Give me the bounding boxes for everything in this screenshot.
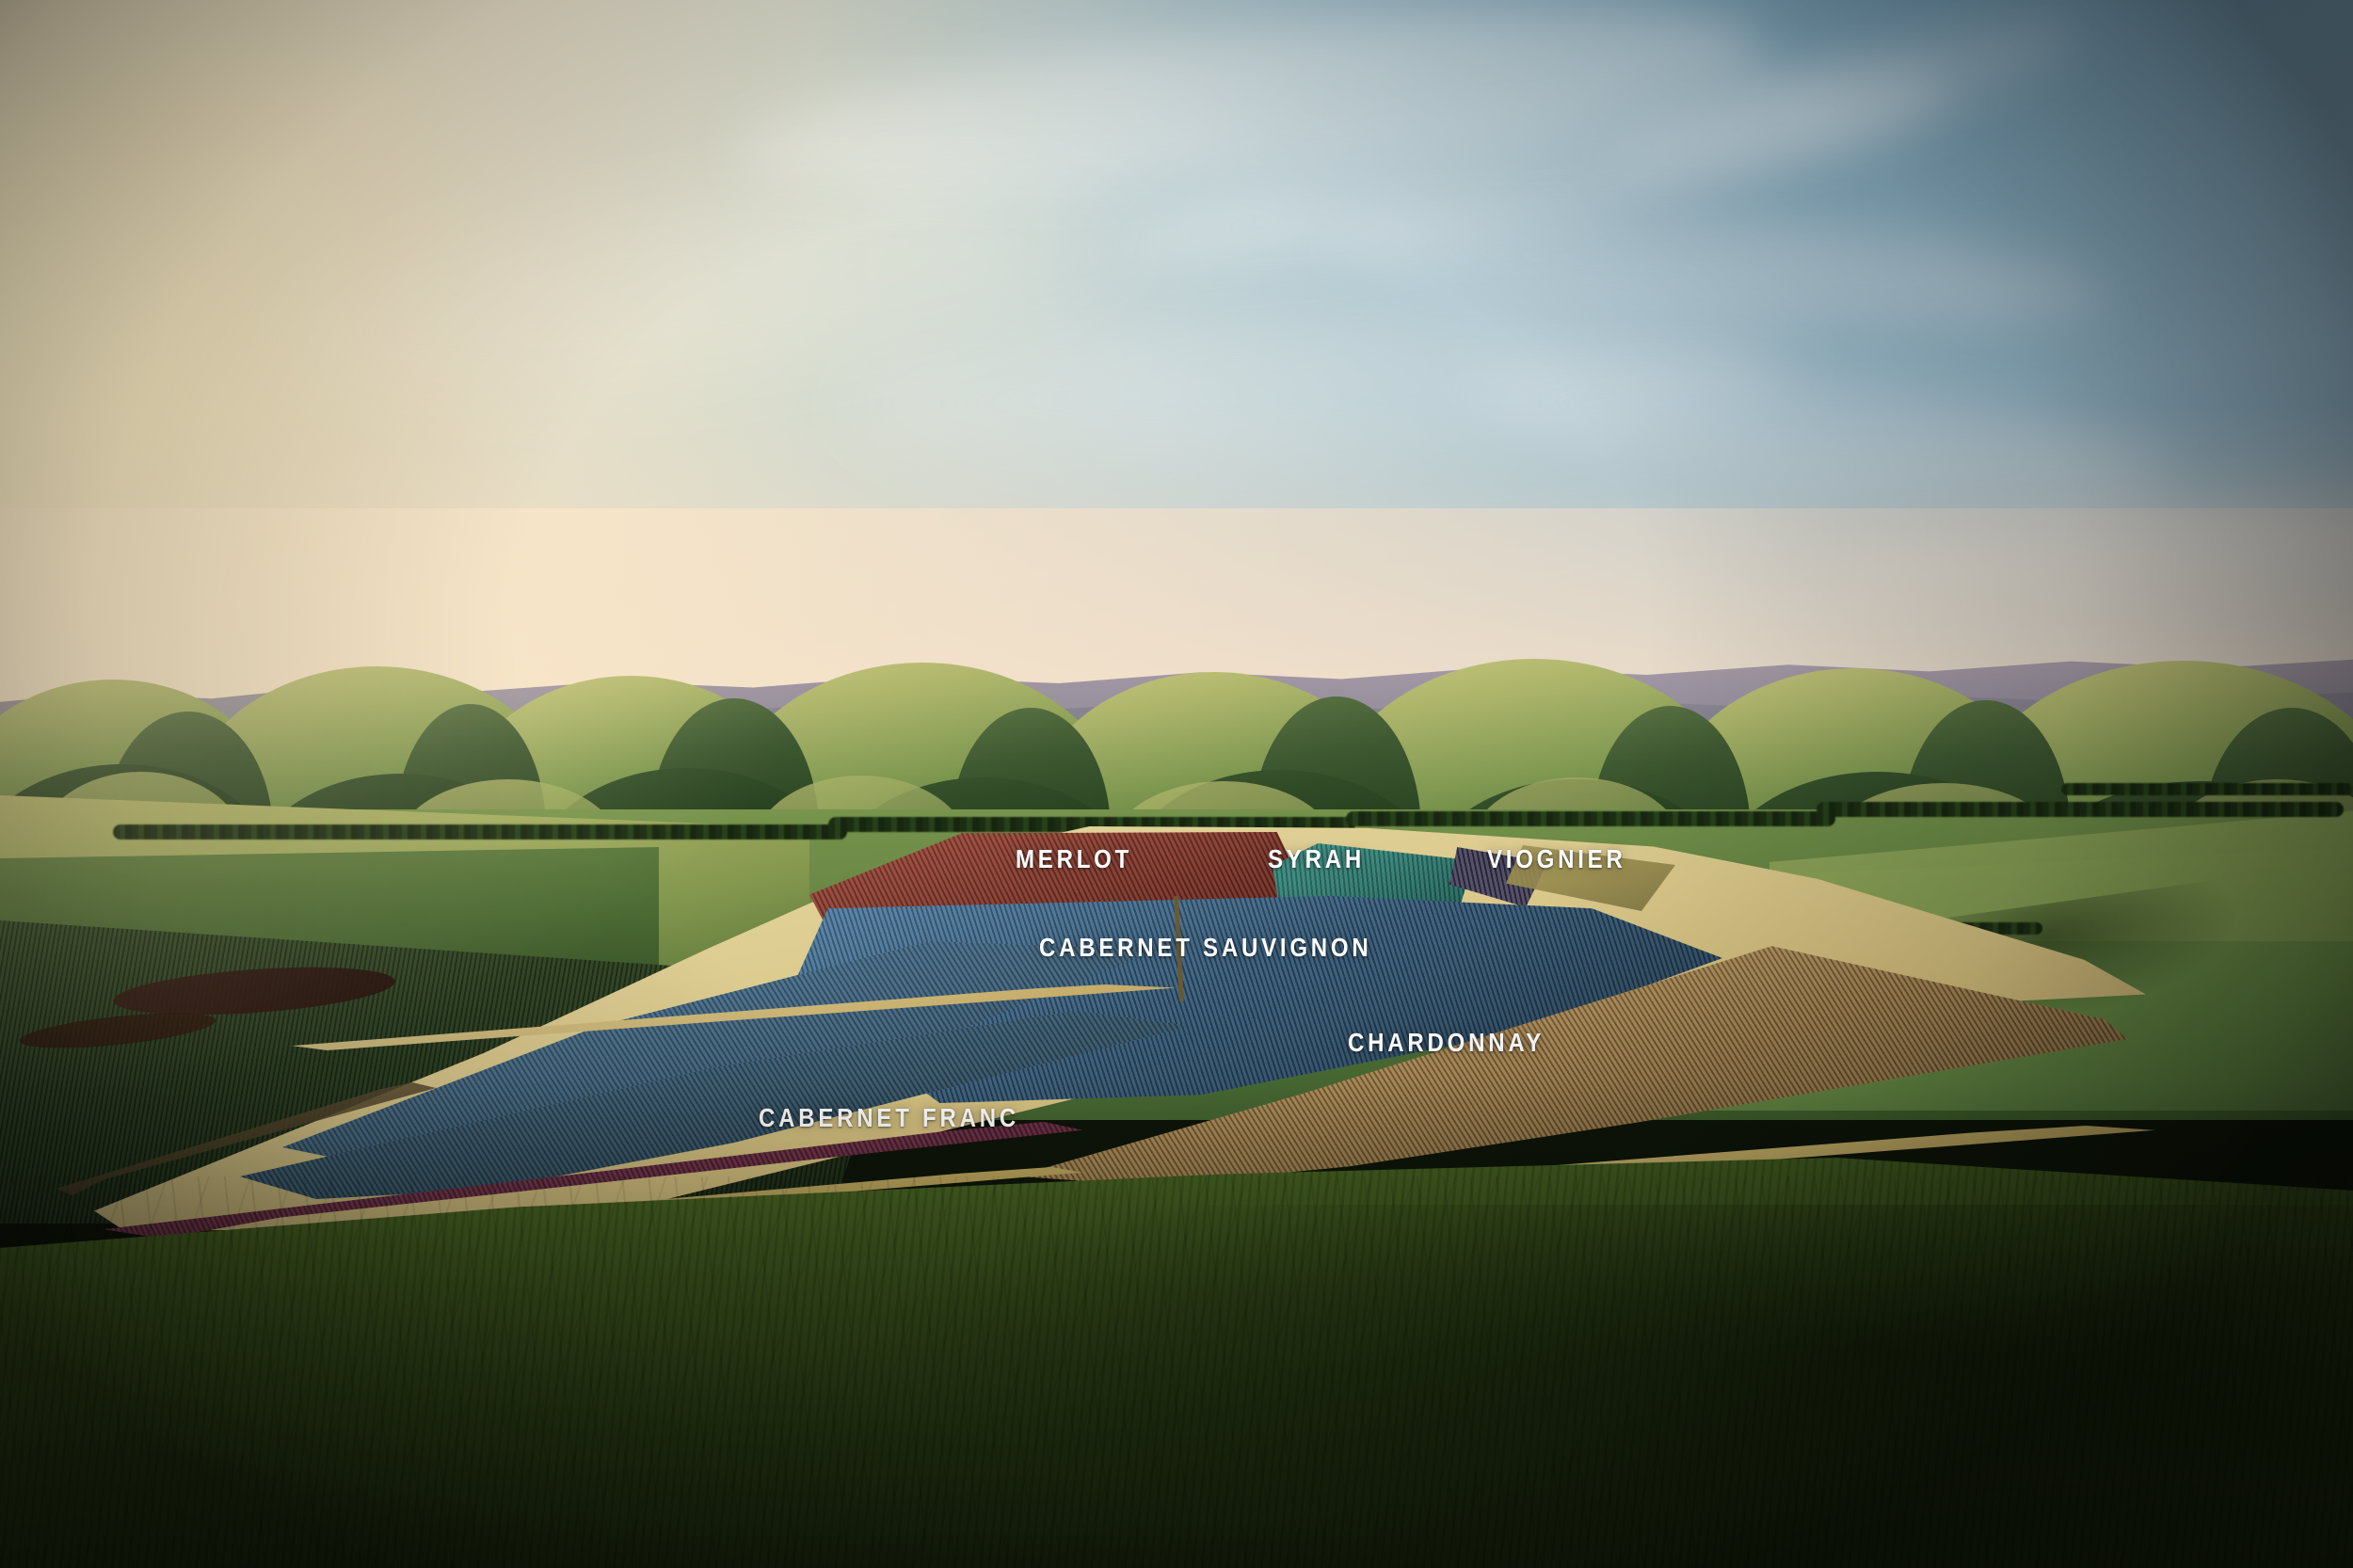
label-cabernet-sauvignon[interactable]: CABERNET SAUVIGNON (1039, 933, 1372, 962)
label-cabernet-franc[interactable]: CABERNET FRANC (759, 1103, 1020, 1132)
foreground-shadow (847, 1205, 2353, 1568)
label-chardonnay[interactable]: CHARDONNAY (1348, 1028, 1545, 1057)
label-viognier[interactable]: VIOGNIER (1487, 844, 1626, 873)
label-syrah[interactable]: SYRAH (1268, 844, 1365, 873)
label-merlot[interactable]: MERLOT (1016, 844, 1133, 873)
